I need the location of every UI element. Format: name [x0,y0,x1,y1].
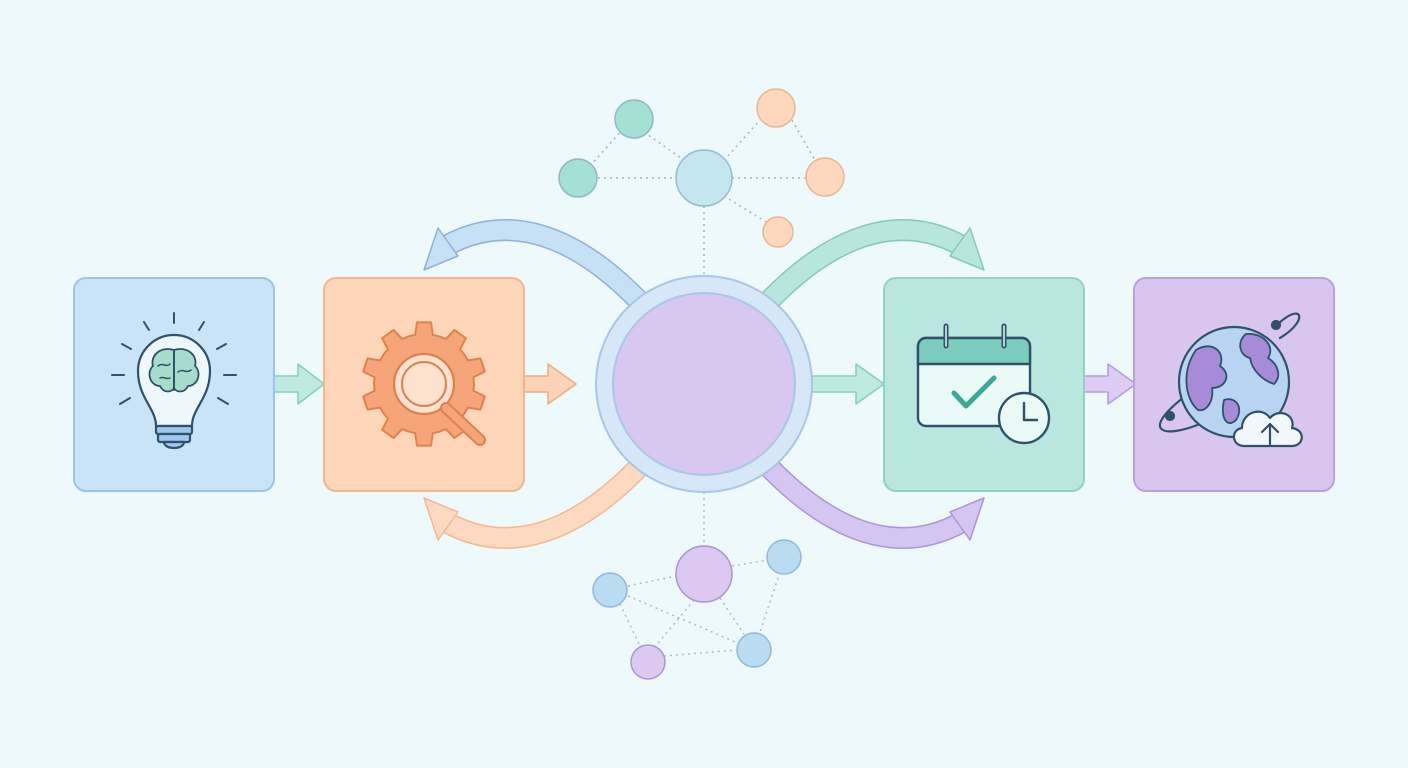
network-node [614,99,654,139]
network-edge [723,195,767,223]
network-node [756,88,796,128]
loop-arrows [423,219,985,549]
network-edge [791,119,817,163]
network-node [630,644,666,680]
network-node [762,216,794,248]
loop-arrow-top-left [423,219,648,310]
network-top [558,88,845,276]
loop-arrow-bottom-right [760,458,985,549]
network-node [766,539,802,575]
network-edge [627,595,741,645]
loop-arrow-bottom-left [423,458,648,549]
network-node [558,158,598,198]
network-edge [589,127,625,167]
network-node [736,632,772,668]
flow-arrow-hub-to-schedule [811,363,885,405]
network-edge [731,559,769,567]
stage-schedule-card[interactable] [883,277,1085,492]
flow-arrow-analysis-to-hub [523,363,577,405]
hub-circle[interactable] [595,275,813,493]
globe-cloud-upload-icon [1158,312,1303,448]
network-node [805,157,845,197]
lightbulb-brain-icon [111,312,237,450]
gear-magnifier-icon [362,321,486,447]
network-edge [663,649,737,657]
stage-analysis-card[interactable] [323,277,525,492]
network-node [592,572,628,608]
loop-arrow-top-right [760,219,985,310]
network-node [675,149,733,207]
network-edge [619,603,641,647]
network-edge [759,571,781,633]
network-bottom [592,492,802,680]
flow-arrow-schedule-to-deploy [1083,363,1137,405]
stage-deploy-card[interactable] [1133,277,1335,492]
network-edge [719,597,745,635]
network-edge [727,119,761,157]
network-node [675,545,733,603]
flow-arrow-idea-to-analysis [273,363,325,405]
network-edge [653,599,695,649]
stage-idea-card[interactable] [73,277,275,492]
flow-arrows [273,363,1137,405]
network-edge [627,575,677,587]
network-edge [643,131,685,161]
calendar-check-clock-icon [916,323,1051,445]
